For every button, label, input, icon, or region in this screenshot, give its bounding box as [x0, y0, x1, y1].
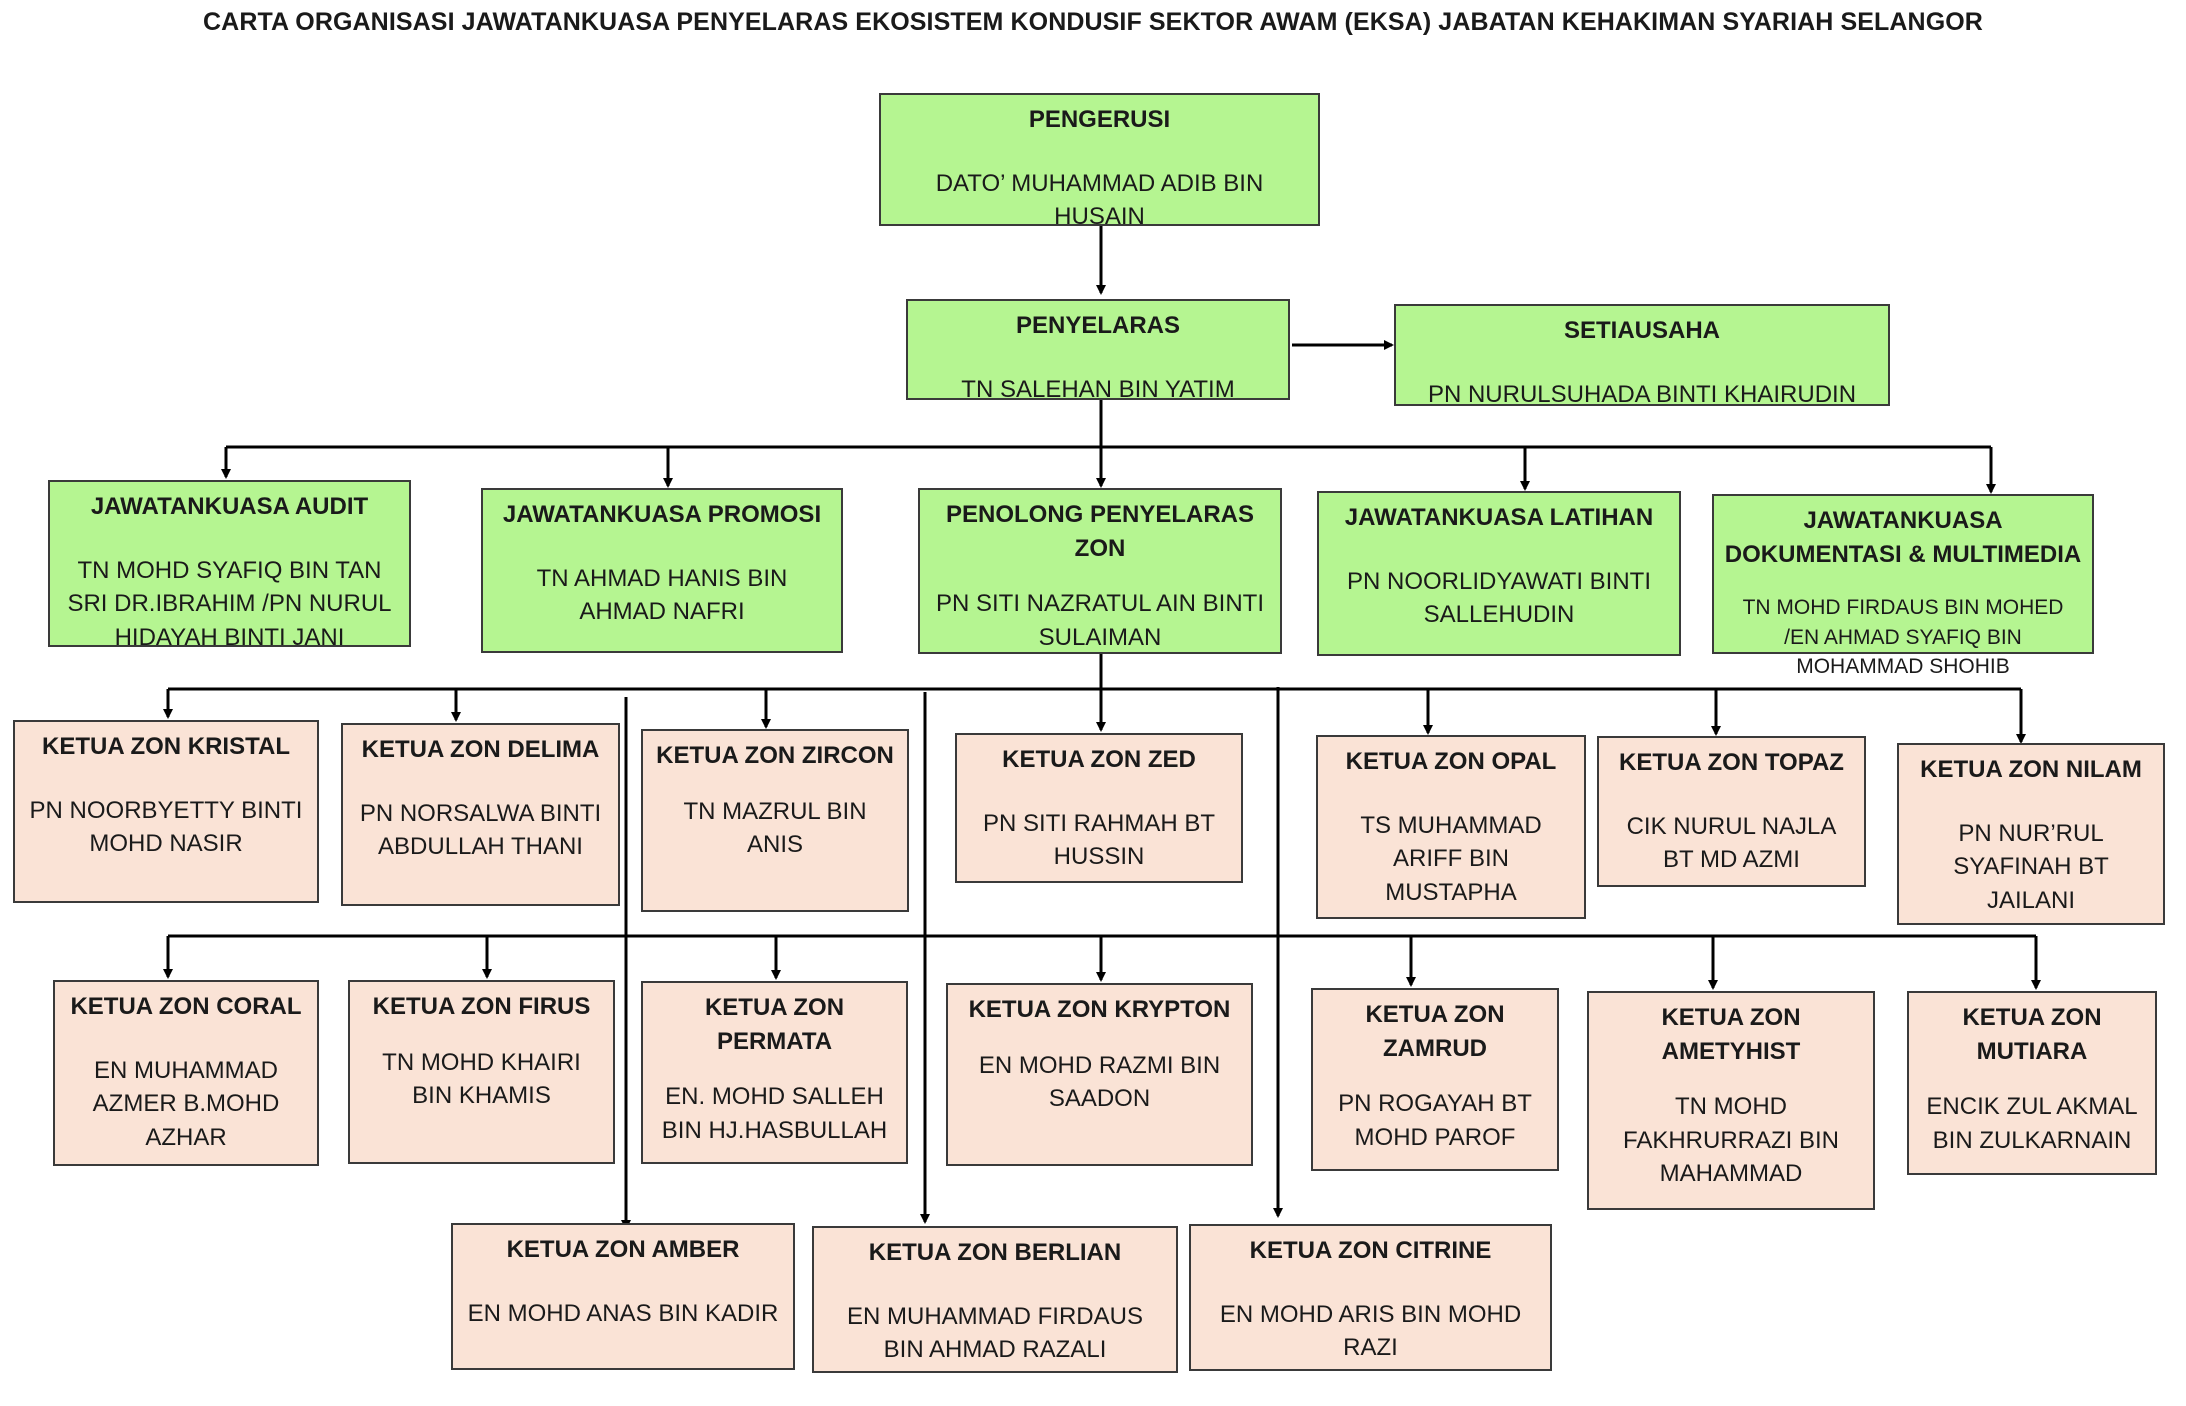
page-title: CARTA ORGANISASI JAWATANKUASA PENYELARAS…	[203, 8, 1983, 36]
zone-berlian-box: KETUA ZON BERLIAN EN MUHAMMAD FIRDAUS BI…	[812, 1226, 1178, 1373]
zone-delima-role: KETUA ZON DELIMA	[361, 736, 600, 763]
setiausaha-name: PN NURULSUHADA BINTI KHAIRUDIN	[1427, 380, 1857, 408]
zone-permata-role: KETUA ZON PERMATA	[704, 994, 845, 1055]
zone-opal-box: KETUA ZON OPAL TS MUHAMMAD ARIFF BIN MUS…	[1316, 735, 1586, 919]
zone-kristal-name: PN NOORBYETTY BINTI MOHD NASIR	[29, 796, 303, 858]
dokumentasi-committee-name: TN MOHD FIRDAUS BIN MOHED /EN AHMAD SYAF…	[1742, 596, 2064, 678]
zone-permata-name: EN. MOHD SALLEH BIN HJ.HASBULLAH	[661, 1083, 888, 1144]
penyelaras-box: PENYELARAS TN SALEHAN BIN YATIM	[906, 299, 1290, 403]
zone-zed-name: PN SITI RAHMAH BT HUSSIN	[982, 809, 1216, 871]
zone-zed-box: KETUA ZON ZED PN SITI RAHMAH BT HUSSIN	[955, 733, 1243, 883]
zone-citrine-role: KETUA ZON CITRINE	[1249, 1237, 1492, 1264]
pengerusi-name: DATO’ MUHAMMAD ADIB BIN HUSAIN	[935, 169, 1264, 231]
zone-citrine-box: KETUA ZON CITRINE EN MOHD ARIS BIN MOHD …	[1189, 1224, 1552, 1371]
zone-permata-box: KETUA ZON PERMATA EN. MOHD SALLEH BIN HJ…	[641, 981, 908, 1164]
zone-topaz-box: KETUA ZON TOPAZ CIK NURUL NAJLA BT MD AZ…	[1597, 736, 1866, 887]
zone-zamrud-box: KETUA ZON ZAMRUD PN ROGAYAH BT MOHD PARO…	[1311, 988, 1559, 1171]
zone-opal-role: KETUA ZON OPAL	[1345, 748, 1557, 775]
zone-firus-name: TN MOHD KHAIRI BIN KHAMIS	[382, 1048, 581, 1110]
zone-ametyhist-box: KETUA ZON AMETYHIST TN MOHD FAKHRURRAZI …	[1587, 991, 1875, 1210]
audit-committee-box: JAWATANKUASA AUDIT TN MOHD SYAFIQ BIN TA…	[48, 480, 411, 651]
zone-coral-box: KETUA ZON CORAL EN MUHAMMAD AZMER B.MOHD…	[53, 980, 319, 1166]
penolong-penyelaras-zon-name: PN SITI NAZRATUL AIN BINTI SULAIMAN	[935, 590, 1265, 651]
latihan-committee-role: JAWATANKUASA LATIHAN	[1344, 504, 1654, 531]
penolong-penyelaras-zon-role: PENOLONG PENYELARAS ZON	[945, 501, 1255, 562]
promosi-committee-name: TN AHMAD HANIS BIN AHMAD NAFRI	[536, 564, 788, 626]
zone-opal-name: TS MUHAMMAD ARIFF BIN MUSTAPHA	[1360, 811, 1542, 906]
setiausaha-role: SETIAUSAHA	[1563, 317, 1720, 344]
promosi-committee-role: JAWATANKUASA PROMOSI	[502, 501, 822, 528]
zone-mutiara-role: KETUA ZON MUTIARA	[1962, 1004, 2102, 1065]
dokumentasi-committee-role: JAWATANKUASA DOKUMENTASI & MULTIMEDIA	[1724, 507, 2082, 568]
zone-amber-box: KETUA ZON AMBER EN MOHD ANAS BIN KADIR	[451, 1223, 795, 1370]
zone-delima-name: PN NORSALWA BINTI ABDULLAH THANI	[359, 799, 602, 861]
latihan-committee-box: JAWATANKUASA LATIHAN PN NOORLIDYAWATI BI…	[1317, 491, 1681, 656]
audit-committee-role: JAWATANKUASA AUDIT	[90, 493, 369, 520]
zone-nilam-name: PN NUR’RUL SYAFINAH BT JAILANI	[1953, 819, 2109, 914]
zone-zircon-name: TN MAZRUL BIN ANIS	[683, 797, 867, 859]
zone-delima-box: KETUA ZON DELIMA PN NORSALWA BINTI ABDUL…	[341, 723, 620, 906]
zone-krypton-box: KETUA ZON KRYPTON EN MOHD RAZMI BIN SAAD…	[946, 983, 1253, 1166]
zone-firus-box: KETUA ZON FIRUS TN MOHD KHAIRI BIN KHAMI…	[348, 980, 615, 1164]
zone-kristal-role: KETUA ZON KRISTAL	[42, 733, 290, 760]
zone-citrine-name: EN MOHD ARIS BIN MOHD RAZI	[1219, 1300, 1522, 1362]
zone-topaz-name: CIK NURUL NAJLA BT MD AZMI	[1626, 812, 1837, 874]
zone-zamrud-role: KETUA ZON ZAMRUD	[1365, 1001, 1505, 1062]
pengerusi-role: PENGERUSI	[1028, 106, 1171, 133]
zone-mutiara-name: ENCIK ZUL AKMAL BIN ZULKARNAIN	[1926, 1093, 2138, 1154]
zone-kristal-box: KETUA ZON KRISTAL PN NOORBYETTY BINTI MO…	[13, 720, 319, 903]
penyelaras-role: PENYELARAS	[1015, 312, 1181, 339]
latihan-committee-name: PN NOORLIDYAWATI BINTI SALLEHUDIN	[1346, 567, 1652, 629]
zone-zircon-box: KETUA ZON ZIRCON TN MAZRUL BIN ANIS	[641, 729, 909, 912]
audit-committee-name: TN MOHD SYAFIQ BIN TAN SRI DR.IBRAHIM /P…	[67, 556, 392, 651]
zone-amber-name: EN MOHD ANAS BIN KADIR	[467, 1299, 779, 1327]
zone-berlian-role: KETUA ZON BERLIAN	[868, 1239, 1122, 1266]
zone-berlian-name: EN MUHAMMAD FIRDAUS BIN AHMAD RAZALI	[846, 1302, 1143, 1364]
zone-krypton-name: EN MOHD RAZMI BIN SAADON	[978, 1051, 1221, 1113]
zone-firus-role: KETUA ZON FIRUS	[372, 993, 591, 1020]
penolong-penyelaras-zon-box: PENOLONG PENYELARAS ZON PN SITI NAZRATUL…	[918, 488, 1282, 654]
pengerusi-box: PENGERUSI DATO’ MUHAMMAD ADIB BIN HUSAIN	[879, 93, 1320, 230]
dokumentasi-committee-box: JAWATANKUASA DOKUMENTASI & MULTIMEDIA TN…	[1712, 494, 2094, 678]
zone-ametyhist-name: TN MOHD FAKHRURRAZI BIN MAHAMMAD	[1622, 1093, 1840, 1188]
zone-coral-role: KETUA ZON CORAL	[70, 993, 302, 1020]
setiausaha-box: SETIAUSAHA PN NURULSUHADA BINTI KHAIRUDI…	[1394, 304, 1890, 408]
penyelaras-name: TN SALEHAN BIN YATIM	[961, 375, 1235, 403]
zone-nilam-box: KETUA ZON NILAM PN NUR’RUL SYAFINAH BT J…	[1897, 743, 2165, 925]
zone-nilam-role: KETUA ZON NILAM	[1920, 756, 2142, 783]
zone-amber-role: KETUA ZON AMBER	[506, 1236, 740, 1263]
zone-zed-role: KETUA ZON ZED	[1002, 746, 1196, 773]
zone-topaz-role: KETUA ZON TOPAZ	[1619, 749, 1844, 776]
promosi-committee-box: JAWATANKUASA PROMOSI TN AHMAD HANIS BIN …	[481, 488, 843, 653]
zone-krypton-role: KETUA ZON KRYPTON	[968, 996, 1231, 1023]
zone-zircon-role: KETUA ZON ZIRCON	[656, 742, 894, 769]
zone-ametyhist-role: KETUA ZON AMETYHIST	[1661, 1004, 1801, 1065]
zone-zamrud-name: PN ROGAYAH BT MOHD PAROF	[1338, 1090, 1532, 1151]
zone-coral-name: EN MUHAMMAD AZMER B.MOHD AZHAR	[92, 1056, 280, 1151]
zone-mutiara-box: KETUA ZON MUTIARA ENCIK ZUL AKMAL BIN ZU…	[1907, 991, 2157, 1175]
